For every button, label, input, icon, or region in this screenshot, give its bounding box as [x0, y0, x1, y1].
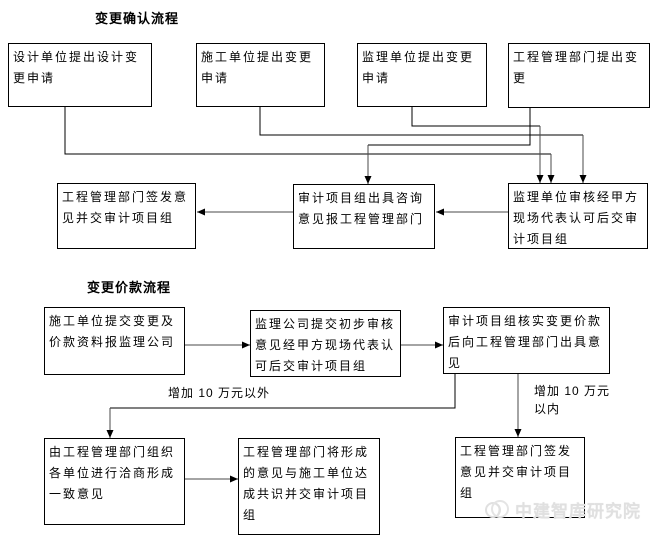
line-design-elbow: [64, 107, 551, 155]
branch-label-within-100k: 增加 10 万元以内: [534, 384, 611, 416]
flow-box-preliminary-review: 监理公司提交初步审核意见经甲方现场代表认可后交审计项目组: [250, 310, 401, 377]
line-supervision-elbow: [411, 107, 540, 127]
section-title-change-confirm: 变更确认流程: [95, 11, 180, 26]
watermark: 中建智库研究院: [484, 497, 641, 522]
watermark-logo-icon: [485, 499, 509, 518]
flow-box-supervision-review: 监理单位审核经甲方现场代表认可后交审计项目组: [508, 183, 648, 249]
flow-box-consensus: 工程管理部门将形成的意见与施工单位达成共识并交审计项目组: [238, 438, 380, 535]
line-over100k-elbow: [110, 374, 456, 409]
flow-box-management-apply: 工程管理部门提出变更: [508, 43, 650, 108]
flow-box-negotiate: 由工程管理部门组织各单位进行洽商形成一致意见: [44, 438, 185, 525]
flow-box-audit-advice: 审计项目组出具咨询意见报工程管理部门: [293, 184, 435, 249]
line-management-elbow: [368, 108, 531, 146]
flow-box-supervision-apply: 监理单位提出变更申请: [357, 43, 487, 107]
watermark-text: 中建智库研究院: [515, 502, 641, 521]
flow-box-construction-apply: 施工单位提出变更申请: [196, 43, 325, 107]
section-title-change-price: 变更价款流程: [87, 280, 172, 295]
branch-label-over-100k: 增加 10 万元以外: [168, 386, 271, 400]
flow-box-design-apply: 设计单位提出设计变更申请: [8, 43, 152, 107]
arrow-lines: [106, 126, 587, 483]
elbow-lines: [64, 107, 583, 409]
flow-box-management-sign: 工程管理部门签发意见并交审计项目组: [57, 183, 196, 249]
line-construction-elbow: [259, 107, 583, 136]
flow-box-submit-materials: 施工单位提交变更及价款资料报监理公司: [44, 307, 185, 375]
flow-box-verify-price: 审计项目组核实变更价款后向工程管理部门出具意见: [443, 307, 610, 374]
flow-box-sign-issue: 工程管理部门签发意见并交审计项目组: [455, 437, 585, 518]
